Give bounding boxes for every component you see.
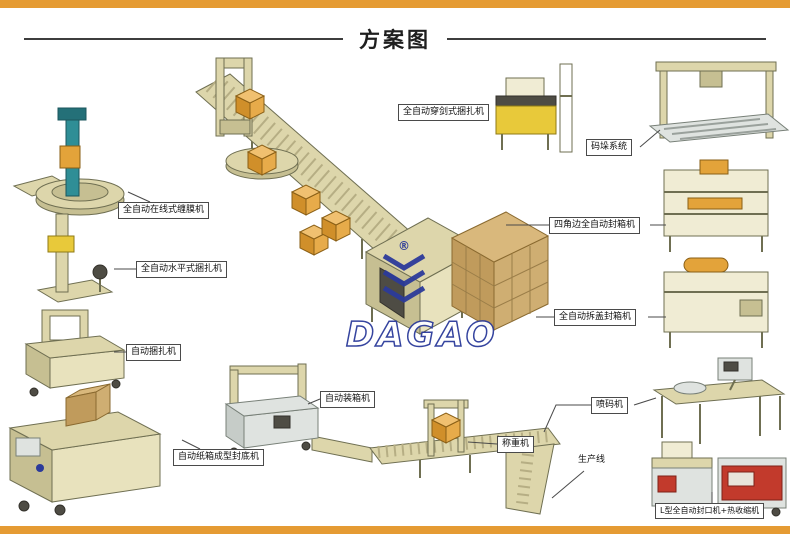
title-rule-right <box>447 38 766 40</box>
weigher-gantry-illustration <box>423 399 469 457</box>
carton-box <box>290 184 322 216</box>
outfeed-conveyor-illustration <box>311 399 561 515</box>
page-title: 方案图 <box>359 28 431 52</box>
label-horizontal-strapper: 全自动水平式捆扎机 <box>136 261 228 278</box>
label-lid-open-sealer: 全自动拆盖封箱机 <box>554 309 637 326</box>
tall-frame-post <box>559 63 573 153</box>
title-row: 方案图 <box>0 24 790 54</box>
lid-open-sealer-illustration <box>663 257 769 348</box>
bottom-accent-bar <box>0 526 790 534</box>
label-production-line: 生产线 <box>578 455 606 465</box>
title-rule-left <box>24 38 343 40</box>
label-palletizing-system: 码垛系统 <box>586 139 633 156</box>
dagao-logo-icon <box>382 253 426 271</box>
registered-mark: ® <box>398 239 410 253</box>
carton-box <box>234 88 266 120</box>
carton-former-illustration <box>8 383 162 516</box>
carton-box <box>320 210 352 242</box>
label-inline-wrapper: 全自动在线式缠膜机 <box>118 202 210 219</box>
label-sword-strapper: 全自动穿剑式捆扎机 <box>398 104 490 121</box>
label-four-corner-sealer: 四角边全自动封箱机 <box>549 217 641 234</box>
label-l-sealer-shrink: L型全自动封口机+热收缩机 <box>655 503 765 519</box>
top-accent-bar <box>0 0 790 8</box>
l-sealer-shrink-illustration <box>651 441 787 517</box>
brand-dot <box>36 464 44 472</box>
carton-boxes-illustration <box>234 88 352 256</box>
label-weigher: 称重机 <box>497 436 535 453</box>
auto-strapper-illustration <box>24 309 126 397</box>
palletizer-illustration <box>648 61 790 143</box>
film-carriage <box>59 145 81 169</box>
label-carton-former: 自动纸箱成型封底机 <box>173 449 265 466</box>
label-case-packer: 自动装箱机 <box>320 391 376 408</box>
carton-box <box>298 224 330 256</box>
dagao-watermark: ® DAGAO <box>345 239 498 356</box>
inline-wrapper-illustration <box>12 107 125 216</box>
sword-strapper-illustration <box>495 63 573 153</box>
label-auto-strapper: 自动捆扎机 <box>126 344 182 361</box>
inkjet-coder-illustration <box>652 357 786 444</box>
carton-box <box>246 144 278 176</box>
case-packer-illustration <box>224 363 320 457</box>
label-inkjet-coder: 喷码机 <box>591 397 629 414</box>
carton-stack-illustration <box>450 211 550 331</box>
watermark-text: DAGAO <box>346 315 498 355</box>
leader-lines <box>114 129 713 503</box>
horizontal-strapper-illustration <box>36 213 114 303</box>
four-corner-sealer-illustration <box>663 159 769 252</box>
